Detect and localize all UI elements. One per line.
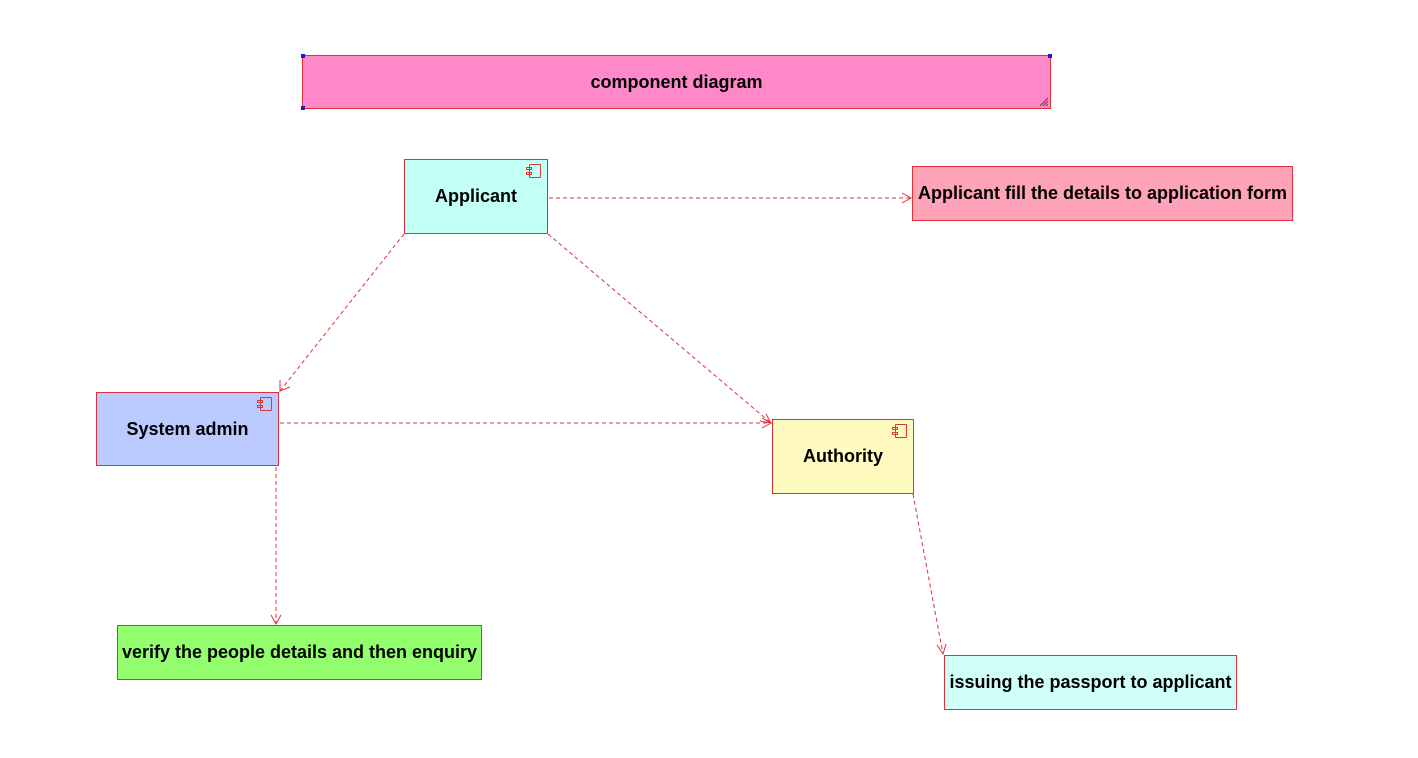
arrowhead-verify-note bbox=[270, 614, 282, 626]
component-system-admin-label: System admin bbox=[126, 418, 249, 439]
component-applicant-label: Applicant bbox=[434, 186, 517, 206]
arrowhead-system-admin bbox=[279, 380, 291, 392]
note-issue-passport-text: issuing the passport to applicant bbox=[949, 672, 1232, 692]
component-authority-label: Authority bbox=[803, 446, 883, 466]
arrowhead-issue-note bbox=[936, 643, 947, 656]
selection-handle-bottom-left[interactable] bbox=[301, 106, 305, 110]
connector-authority-to-issue-note[interactable] bbox=[912, 493, 944, 655]
connector-applicant-to-system-admin[interactable] bbox=[279, 233, 405, 392]
component-system-admin[interactable]: System admin bbox=[96, 392, 279, 466]
arrowhead-fill-note bbox=[901, 192, 913, 204]
note-verify[interactable]: verify the people details and then enqui… bbox=[117, 625, 482, 680]
component-authority[interactable]: Authority bbox=[772, 419, 914, 494]
connector-applicant-to-authority[interactable] bbox=[547, 233, 772, 424]
note-issue-passport[interactable]: issuing the passport to applicant bbox=[944, 655, 1237, 710]
arrowhead-authority-horizontal bbox=[761, 417, 773, 429]
selection-handle-top-left[interactable] bbox=[301, 54, 305, 58]
component-icon bbox=[257, 397, 272, 411]
note-fill-form[interactable]: Applicant fill the details to applicatio… bbox=[912, 166, 1293, 221]
component-icon bbox=[892, 424, 907, 438]
note-verify-text: verify the people details and then enqui… bbox=[121, 642, 478, 662]
diagram-title: component diagram bbox=[590, 71, 763, 92]
diagram-title-frame[interactable]: component diagram bbox=[301, 54, 1052, 110]
note-fill-form-text: Applicant fill the details to applicatio… bbox=[917, 183, 1288, 203]
component-applicant[interactable]: Applicant bbox=[404, 159, 548, 234]
component-icon bbox=[526, 164, 541, 178]
selection-handle-top-right[interactable] bbox=[1048, 54, 1052, 58]
resize-grip-icon[interactable] bbox=[1038, 96, 1048, 106]
